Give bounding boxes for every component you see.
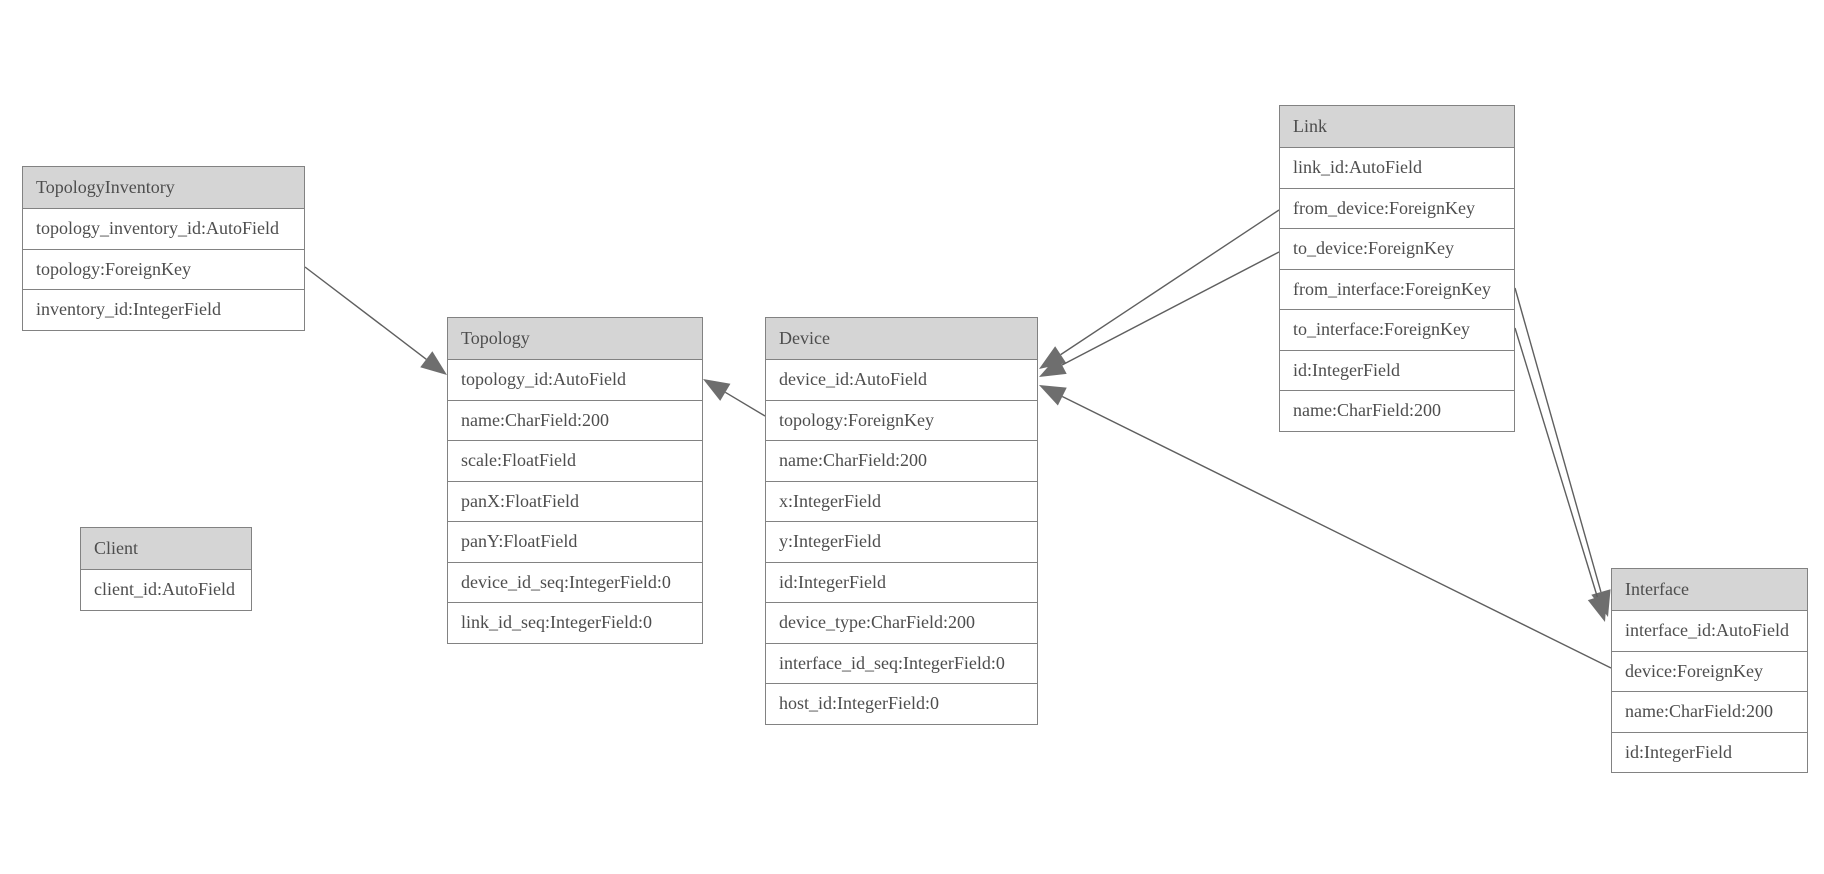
table-row: link_id_seq:IntegerField:0 — [448, 602, 702, 643]
table-row: name:CharField:200 — [1612, 691, 1807, 732]
table-row: topology:ForeignKey — [766, 399, 1037, 440]
table-row: inventory_id:IntegerField — [23, 289, 304, 330]
arrowhead-interface-to-device — [1039, 385, 1067, 406]
table-row: x:IntegerField — [766, 480, 1037, 521]
table-row: from_device:ForeignKey — [1280, 187, 1514, 228]
table-header: Interface — [1612, 569, 1807, 610]
edge-link-from-interface-to-interface — [1514, 287, 1602, 593]
table-row: to_device:ForeignKey — [1280, 228, 1514, 269]
table-row: panY:FloatField — [448, 521, 702, 562]
table-row: topology_inventory_id:AutoField — [23, 208, 304, 249]
table-row: to_interface:ForeignKey — [1280, 309, 1514, 350]
arrowhead-topologyinventory-to-topology — [420, 351, 447, 375]
edge-link-to-device-to-device — [1061, 251, 1280, 366]
table-row: scale:FloatField — [448, 440, 702, 481]
table-row: device:ForeignKey — [1612, 650, 1807, 691]
edge-interface-to-device — [1061, 395, 1612, 669]
table-row: y:IntegerField — [766, 521, 1037, 562]
arrowhead-link-to-interface-to-interface — [1587, 594, 1607, 622]
table-header: Link — [1280, 106, 1514, 147]
edge-topologyinventory-to-topology — [304, 266, 427, 360]
arrowhead-device-to-topology — [703, 379, 731, 401]
table-row: name:CharField:200 — [766, 440, 1037, 481]
table-row: topology_id:AutoField — [448, 359, 702, 400]
edge-link-to-interface-to-interface — [1514, 327, 1599, 598]
table-row: host_id:IntegerField:0 — [766, 683, 1037, 724]
edge-device-to-topology — [724, 391, 766, 417]
table-header: Device — [766, 318, 1037, 359]
arrowhead-link-to-device-to-device — [1039, 356, 1067, 377]
edge-link-from-device-to-device — [1060, 209, 1280, 356]
table-row: device_type:CharField:200 — [766, 602, 1037, 643]
table-row: topology:ForeignKey — [23, 248, 304, 289]
table-header: Client — [81, 528, 251, 569]
table-row: client_id:AutoField — [81, 569, 251, 610]
table-row: id:IntegerField — [1612, 731, 1807, 772]
table-row: interface_id_seq:IntegerField:0 — [766, 642, 1037, 683]
table-row: name:CharField:200 — [448, 399, 702, 440]
table-row: device_id:AutoField — [766, 359, 1037, 400]
table-row: panX:FloatField — [448, 480, 702, 521]
table-header: Topology — [448, 318, 702, 359]
table-row: name:CharField:200 — [1280, 390, 1514, 431]
table-row: interface_id:AutoField — [1612, 610, 1807, 651]
table-row: link_id:AutoField — [1280, 147, 1514, 188]
table-row: id:IntegerField — [766, 561, 1037, 602]
table-row: device_id_seq:IntegerField:0 — [448, 561, 702, 602]
table-header: TopologyInventory — [23, 167, 304, 208]
table-row: id:IntegerField — [1280, 349, 1514, 390]
table-row: from_interface:ForeignKey — [1280, 268, 1514, 309]
